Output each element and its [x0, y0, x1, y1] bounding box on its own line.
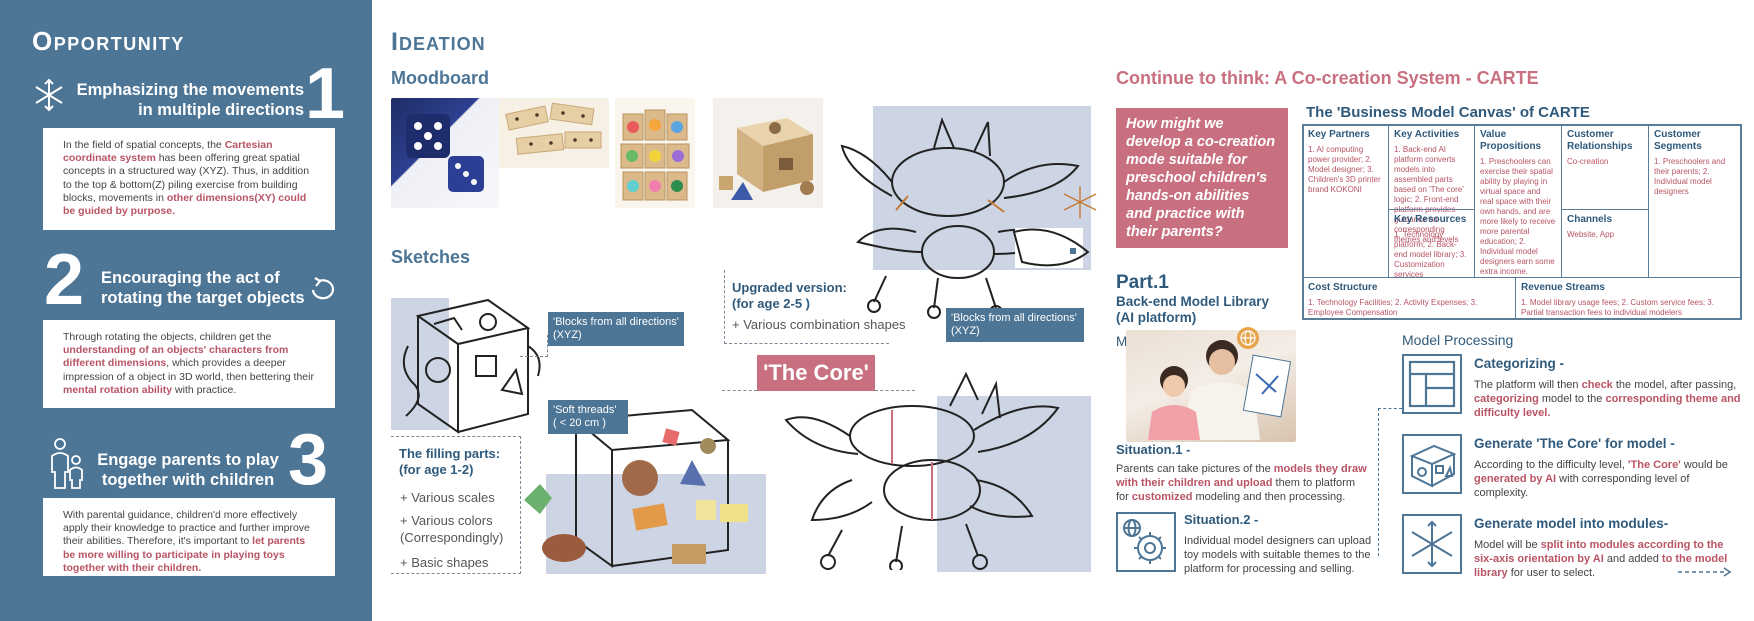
- sketch-plane-top: [840, 117, 1080, 319]
- connector-processing-top: [1378, 408, 1402, 409]
- filling-title: The filling parts: (for age 1-2): [399, 446, 501, 477]
- globe-icon: [1237, 327, 1259, 349]
- situation1-text: Parents can take pictures of the models …: [1116, 463, 1367, 503]
- tag-blocks-directions-2: 'Blocks from all directions' (XYZ): [946, 308, 1084, 342]
- opportunity-1-heading: Emphasizing the movements in multiple di…: [76, 81, 304, 119]
- filling-item: + Basic shapes: [400, 555, 489, 570]
- opportunity-1-card: In the field of spatial concepts, the Ca…: [43, 128, 335, 230]
- dominoes-image-detail: [505, 102, 602, 155]
- upgraded-box: [724, 270, 889, 344]
- tag-soft-threads: 'Soft threads' ( < 20 cm ): [548, 400, 628, 434]
- rotate-icon: [311, 277, 335, 300]
- step2-heading: Generate 'The Core' for model -: [1474, 436, 1675, 451]
- parent-child-icon: [51, 438, 83, 489]
- ideation-title: Ideation: [391, 28, 486, 56]
- snowflake-arrows-icon: [35, 78, 63, 112]
- opportunity-title: Opportunity: [32, 26, 185, 56]
- connector-core-left: [722, 390, 757, 391]
- filling-item: + Various colors (Correspondingly): [400, 513, 504, 545]
- core-label: 'The Core': [757, 355, 875, 391]
- upgraded-title: Upgraded version: (for age 2-5 ): [732, 280, 847, 311]
- shape-sorter-detail: [719, 118, 814, 200]
- opportunity-3-card: With parental guidance, children'd more …: [43, 498, 335, 576]
- sketches-heading: Sketches: [391, 247, 471, 267]
- part-subtitle: Back-end Model Library (AI platform): [1116, 294, 1270, 325]
- opportunity-panel: Opportunity Emphasizing the movements in…: [0, 0, 372, 621]
- xyz-axis-icon: [1063, 186, 1097, 218]
- step1-text: The platform will then check the model, …: [1474, 379, 1741, 419]
- filling-item: + Various scales: [400, 490, 495, 505]
- grid-layout-icon: [1408, 360, 1456, 408]
- six-axis-arrows-icon: [1411, 520, 1453, 568]
- opportunity-3-heading: Engage parents to play together with chi…: [97, 451, 279, 489]
- core-icon-box: [1402, 434, 1462, 494]
- gear-globe-icon-box: [1116, 512, 1176, 572]
- continue-title: Continue to think: A Co-creation System …: [1116, 68, 1539, 88]
- part-title: Part.1: [1116, 272, 1169, 293]
- tag-blocks-directions: 'Blocks from all directions' (XYZ): [548, 312, 684, 346]
- modules-icon-box: [1402, 514, 1462, 574]
- situation1-title: Situation.1 -: [1116, 442, 1191, 457]
- opportunity-2-heading: Encouraging the act of rotating the targ…: [101, 269, 305, 307]
- color-blocks-detail: [620, 109, 690, 201]
- connector-processing: [1378, 408, 1379, 556]
- step1-heading: Categorizing -: [1474, 356, 1564, 371]
- core-cube-icon: [1409, 444, 1457, 488]
- opportunity-1-number: 1: [305, 54, 346, 134]
- bmc-title: The 'Business Model Canvas' of CARTE: [1306, 104, 1590, 121]
- sketch-plane-bottom: [784, 371, 1060, 570]
- moodboard-heading: Moodboard: [391, 68, 489, 88]
- situation2-title: Situation.2 -: [1184, 512, 1259, 527]
- opportunity-2-number: 2: [44, 240, 85, 320]
- hmw-question: How might we develop a co-creation mode …: [1116, 108, 1288, 248]
- filling-box: [391, 436, 521, 574]
- sketch-cube-filled: [524, 408, 748, 568]
- sketch-bg-left: [391, 298, 449, 430]
- step3-text: Model will be split into modules accordi…: [1474, 539, 1728, 579]
- situation2-text: Individual model designers can upload to…: [1184, 535, 1372, 575]
- connector-core-right: [875, 390, 915, 391]
- step3-heading: Generate model into modules-: [1474, 516, 1669, 531]
- family-photo-detail: [1148, 340, 1292, 440]
- processing-title: Model Processing: [1402, 332, 1514, 348]
- connector-blocks: [520, 335, 548, 357]
- upgraded-item: + Various combination shapes: [732, 317, 906, 332]
- opportunity-3-number: 3: [288, 420, 329, 500]
- sketch-wing-right-detail: [1012, 228, 1090, 267]
- categorizing-icon-box: [1402, 354, 1462, 414]
- gear-globe-icon: [1123, 519, 1166, 564]
- dashed-arrow-icon: [1678, 567, 1732, 577]
- step2-text: According to the difficulty level, 'The …: [1474, 459, 1728, 499]
- opportunity-2-card: Through rotating the objects, children g…: [43, 320, 335, 408]
- dice-image-detail: [406, 114, 484, 192]
- sketch-bg-plane-bottom: [937, 396, 1091, 572]
